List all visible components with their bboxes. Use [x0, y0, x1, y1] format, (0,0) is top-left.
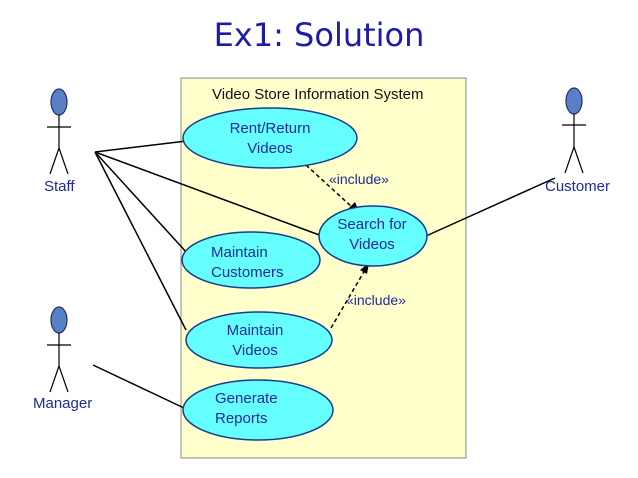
include-label-2: «include» — [346, 292, 406, 308]
usecase-label-line: Customers — [211, 264, 284, 282]
usecase-label-line: Videos — [232, 342, 278, 360]
association-manager-generate-reports — [92, 364, 185, 409]
staff-actor-icon — [47, 88, 71, 175]
slide-title: Ex1: Solution — [213, 16, 425, 54]
usecase-label-line: Search for — [337, 216, 407, 233]
usecase-label-line: Videos — [349, 236, 395, 254]
usecase-label-search: Search for Videos — [322, 215, 422, 256]
usecase-label-line: Maintain — [211, 244, 268, 261]
usecase-label-maintain-customers: Maintain Customers — [211, 243, 284, 284]
usecase-label-line: Videos — [247, 140, 293, 158]
association-customer-search — [425, 177, 556, 237]
association-staff-search — [94, 151, 323, 237]
include-arrow-videos-search — [330, 269, 366, 329]
usecase-label-maintain-videos: Maintain Videos — [205, 321, 305, 362]
usecase-maintain-videos — [185, 311, 333, 369]
actor-label-staff: Staff — [44, 178, 75, 195]
customer-actor-icon — [562, 87, 586, 174]
usecase-maintain-customers — [181, 231, 321, 289]
actor-label-manager: Manager — [33, 395, 93, 412]
usecase-label-line: Generate — [215, 390, 278, 407]
usecase-label-line: Reports — [215, 410, 268, 428]
usecase-rent-return-videos — [182, 107, 358, 169]
association-staff-maintain-customers — [94, 151, 189, 255]
usecase-label-line: Maintain — [226, 322, 284, 339]
usecase-search-for-videos — [318, 205, 428, 267]
include-arrow-rent-search — [305, 164, 354, 209]
manager-actor-icon — [47, 306, 71, 393]
association-staff-rent-return — [94, 139, 196, 153]
system-name: Video Store Information System — [212, 86, 424, 103]
association-staff-maintain-videos — [94, 151, 187, 331]
usecase-generate-reports — [182, 379, 334, 441]
usecase-label-generate-reports: Generate Reports — [215, 389, 278, 430]
include-label-1: «include» — [329, 171, 389, 187]
usecase-label-line: Rent/Return — [229, 120, 311, 137]
actor-label-customer: Customer — [545, 178, 611, 195]
usecase-label-rent-return: Rent/Return Videos — [200, 119, 340, 160]
